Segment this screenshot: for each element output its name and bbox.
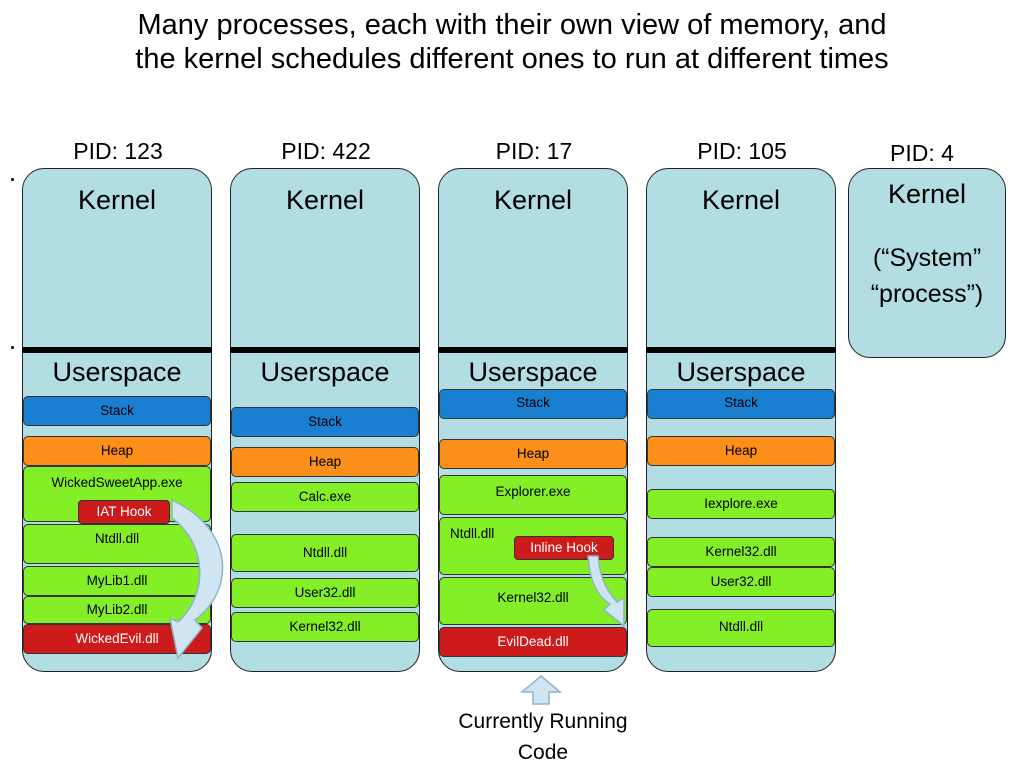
kernel32-block: Kernel32.dll: [647, 537, 835, 567]
pid-label-105: PID: 105: [697, 138, 787, 164]
user32-block: User32.dll: [231, 578, 419, 608]
running-pointer-arrow: [519, 675, 563, 705]
userspace-label: Userspace: [260, 357, 390, 387]
app-exe-block: Calc.exe: [231, 482, 419, 512]
system-label-line-1: (“System”: [872, 244, 982, 272]
pid-label-17: PID: 17: [495, 138, 573, 164]
kernel32-block: Kernel32.dll: [231, 612, 419, 642]
bullet-dot: [11, 346, 14, 349]
process-17: Kernel Userspace Stack Heap Explorer.exe…: [438, 168, 628, 672]
pid-label-123: PID: 123: [73, 138, 163, 164]
process-422: Kernel Userspace Stack Heap Calc.exe Ntd…: [230, 168, 420, 672]
malicious-dll-block: WickedEvil.dll: [23, 624, 211, 654]
heap-block: Heap: [23, 436, 211, 466]
kernel-label: Kernel: [701, 185, 781, 215]
kernel-user-divider: [438, 347, 628, 353]
system-process-label: (“System” “process”): [849, 240, 1005, 312]
diagram-title: Many processes, each with their own view…: [0, 8, 1024, 76]
malicious-dll-block: EvilDead.dll: [439, 627, 627, 657]
kernel-user-divider: [646, 347, 836, 353]
kernel32-block: Kernel32.dll: [439, 577, 627, 625]
ntdll-block: Ntdll.dll: [23, 524, 211, 564]
inline-hook-badge: Inline Hook: [514, 536, 614, 560]
title-line-1: Many processes, each with their own view…: [137, 9, 887, 41]
process-123: Kernel Userspace Stack Heap WickedSweetA…: [22, 168, 212, 672]
heap-block: Heap: [231, 447, 419, 477]
mylib2-block: MyLib2.dll: [23, 596, 211, 624]
heap-block: Heap: [647, 436, 835, 466]
ntdll-block: Ntdll.dll: [231, 534, 419, 572]
process-105: Kernel Userspace Stack Heap Iexplore.exe…: [646, 168, 836, 672]
system-label-line-2: “process”): [870, 280, 984, 308]
kernel-user-divider: [22, 347, 212, 353]
iat-hook-badge: IAT Hook: [78, 500, 170, 524]
kernel-label: Kernel: [77, 185, 157, 215]
stack-block: Stack: [231, 407, 419, 437]
currently-running-label: Currently Running Code: [418, 706, 668, 768]
pid-label-422: PID: 422: [281, 138, 371, 164]
kernel-user-divider: [230, 347, 420, 353]
ntdll-block: Ntdll.dll: [647, 609, 835, 647]
userspace-label: Userspace: [52, 357, 182, 387]
kernel-label: Kernel: [887, 179, 967, 209]
pid-label-4: PID: 4: [890, 140, 954, 166]
user32-block: User32.dll: [647, 567, 835, 597]
kernel-label: Kernel: [285, 185, 365, 215]
app-exe-block: Iexplore.exe: [647, 489, 835, 519]
kernel-label: Kernel: [493, 185, 573, 215]
app-exe-block: Explorer.exe: [439, 475, 627, 515]
system-process: Kernel (“System” “process”): [848, 168, 1006, 358]
stack-block: Stack: [647, 389, 835, 419]
running-label-line-2: Code: [517, 741, 569, 764]
heap-block: Heap: [439, 439, 627, 469]
userspace-label: Userspace: [468, 357, 598, 387]
userspace-label: Userspace: [676, 357, 806, 387]
stack-block: Stack: [23, 396, 211, 426]
stack-block: Stack: [439, 389, 627, 419]
bullet-dot: [11, 178, 14, 181]
running-label-line-1: Currently Running: [458, 710, 628, 733]
mylib1-block: MyLib1.dll: [23, 566, 211, 596]
title-line-2: the kernel schedules different ones to r…: [135, 43, 889, 75]
